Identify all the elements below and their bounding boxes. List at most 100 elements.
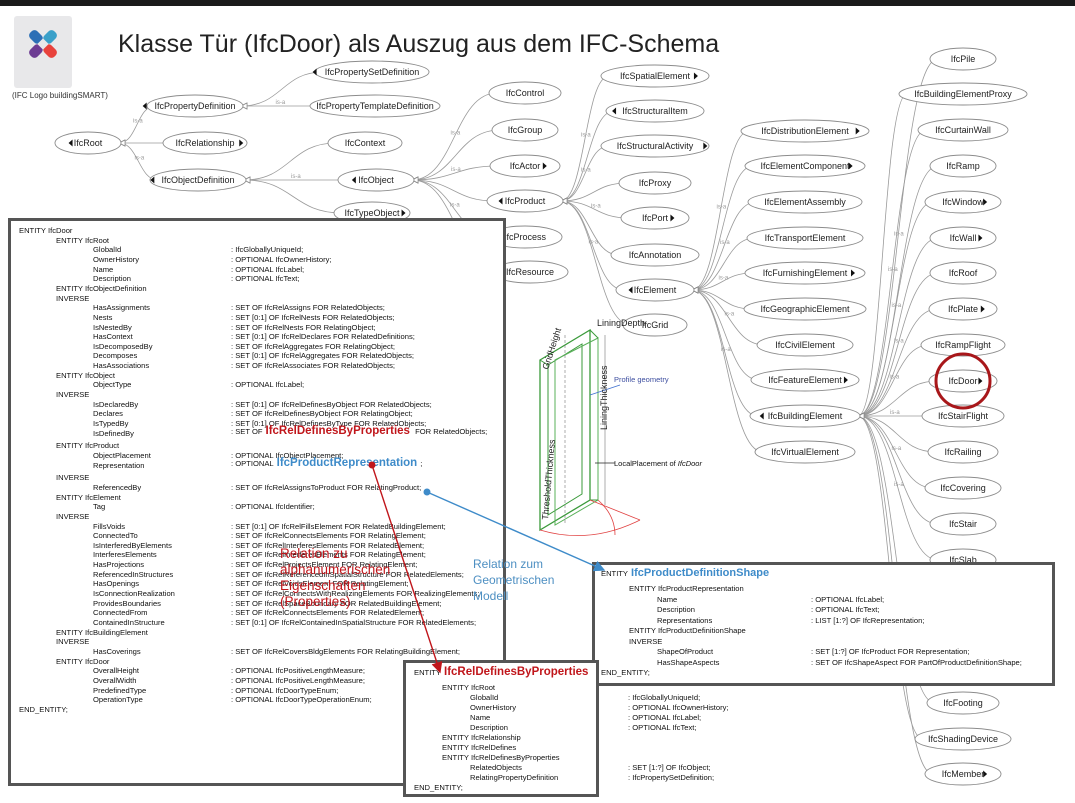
attribute-name: IsDefinedBy [93, 428, 134, 438]
node-ifcactor[interactable]: IfcActor [489, 154, 561, 178]
node-ifcprocess[interactable]: IfcProcess [487, 225, 563, 249]
node-ifcramp[interactable]: IfcRamp [929, 154, 997, 178]
type-suffix: ; [420, 458, 423, 468]
is-a-label: is-a [291, 174, 301, 180]
node-ifcplate[interactable]: IfcPlate [928, 297, 998, 321]
node-label: IfcAnnotation [629, 250, 682, 260]
node-ifcstairflight[interactable]: IfcStairFlight [921, 404, 1005, 428]
type-text: : SET OF IfcRelAggregates FOR RelatingOb… [231, 341, 396, 351]
node-ifcwindow[interactable]: IfcWindow [924, 190, 1002, 214]
node-ifcstructuralactivity[interactable]: IfcStructuralActivity [600, 134, 710, 158]
node-ifcbuildingelementproxy[interactable]: IfcBuildingElementProxy [898, 82, 1028, 106]
node-ifcwall[interactable]: IfcWall [929, 226, 997, 250]
node-ifcannotation[interactable]: IfcAnnotation [610, 243, 700, 267]
node-ifcroof[interactable]: IfcRoof [929, 261, 997, 285]
node-ifcpropertytemplatedefinition[interactable]: IfcPropertyTemplateDefinition [309, 94, 441, 118]
attribute-type: : OPTIONAL IfcDoorTypeEnum; [231, 686, 338, 696]
node-label: IfcElementComponent [760, 161, 850, 171]
node-ifcproduct[interactable]: IfcProduct [486, 189, 564, 213]
attribute-name: END_ENTITY; [414, 783, 463, 792]
node-ifccurtainwall[interactable]: IfcCurtainWall [917, 118, 1009, 142]
attribute-name: OperationType [93, 695, 143, 705]
node-ifcpile[interactable]: IfcPile [929, 47, 997, 71]
node-ifcmember[interactable]: IfcMember [924, 762, 1002, 786]
node-ellipse [749, 404, 861, 428]
node-ifcresource[interactable]: IfcResource [491, 260, 569, 284]
node-ifcstructuralitem[interactable]: IfcStructuralItem [605, 99, 705, 123]
is-a-edge [857, 58, 939, 417]
node-ellipse [309, 94, 441, 118]
node-ifcspatialelement[interactable]: IfcSpatialElement [600, 64, 710, 88]
type-text: : OPTIONAL IfcPositiveLengthMeasure; [231, 675, 365, 685]
attribute-name: Representation [93, 460, 145, 470]
node-ifcshadingdevice[interactable]: IfcShadingDevice [914, 727, 1012, 751]
node-ifcdistributionelement[interactable]: IfcDistributionElement [740, 119, 870, 143]
attribute-type: : OPTIONAL IfcLabel; [231, 265, 304, 275]
node-ifcroot[interactable]: IfcRoot [54, 131, 122, 155]
node-ifccontrol[interactable]: IfcControl [488, 81, 562, 105]
node-ifcrampflight[interactable]: IfcRampFlight [920, 333, 1006, 357]
node-ifcpropertysetdefinition[interactable]: IfcPropertySetDefinition [312, 60, 430, 84]
is-a-edge [691, 130, 750, 291]
attribute-type: : OPTIONAL IfcPositiveLengthMeasure; [231, 666, 365, 676]
type-text: : OPTIONAL IfcOwnerHistory; [628, 703, 729, 712]
node-ifcobject[interactable]: IfcObject [337, 168, 415, 192]
attribute-type: : SET OF IfcRelAssigns FOR RelatedObject… [231, 303, 385, 313]
attribute-type: : OPTIONAL IfcOwnerHistory; [231, 255, 332, 265]
node-ifccontext[interactable]: IfcContext [327, 131, 403, 155]
node-ifcproxy[interactable]: IfcProxy [618, 171, 692, 195]
is-a-edge [560, 200, 625, 291]
is-a-edge [560, 145, 610, 202]
node-label: IfcVirtualElement [771, 447, 839, 457]
is-a-label: is-a [890, 410, 900, 416]
attribute-name: OverallHeight [93, 666, 140, 676]
node-ifcgroup[interactable]: IfcGroup [491, 118, 559, 142]
type-text: : SET [0:1] OF IfcRelAggregates FOR Rela… [231, 351, 415, 361]
type-text: : LIST [1:?] OF IfcRepresentation; [811, 615, 925, 625]
node-ifcport[interactable]: IfcPort [620, 206, 690, 230]
node-ifcpropertydefinition[interactable]: IfcPropertyDefinition [142, 94, 244, 118]
node-ifcrelationship[interactable]: IfcRelationship [162, 131, 248, 155]
node-ifcobjectdefinition[interactable]: IfcObjectDefinition [149, 168, 247, 192]
relation-properties-annotation: Relation zu alphanumerischen Eigenschaft… [280, 546, 391, 609]
attribute-type: : LIST [1:?] OF IfcRepresentation; [811, 616, 924, 626]
node-ifcbuildingelement[interactable]: IfcBuildingElement [749, 404, 861, 428]
attribute-type: : SET OF IfcRelConnectsWithRealizingElem… [231, 589, 479, 599]
expand-triangle-icon [978, 377, 983, 385]
attribute-name: Name [93, 264, 114, 274]
node-ifccovering[interactable]: IfcCovering [924, 476, 1002, 500]
attribute-type: : SET OF IfcRelInterferesElements FOR Re… [231, 550, 426, 560]
is-a-edge [411, 92, 498, 181]
node-ellipse [746, 226, 864, 250]
is-a-edge [857, 415, 939, 525]
node-label: IfcCurtainWall [935, 125, 991, 135]
attribute-type: : SET [0:1] OF IfcRelDefinesByObject FOR… [231, 400, 432, 410]
node-ifcelementassembly[interactable]: IfcElementAssembly [747, 190, 863, 214]
node-ifcfooting[interactable]: IfcFooting [926, 691, 1000, 715]
type-text: : SET OF IfcRelSpaceBoundary FOR Related… [231, 598, 442, 608]
node-ifctransportelement[interactable]: IfcTransportElement [746, 226, 864, 250]
node-ellipse [747, 190, 863, 214]
node-ellipse [898, 82, 1028, 106]
node-ifcgrid[interactable]: IfcGrid [622, 313, 688, 337]
node-ifcstair[interactable]: IfcStair [929, 512, 997, 536]
node-label: IfcPropertySetDefinition [325, 67, 420, 77]
is-a-label: is-a [451, 167, 461, 173]
type-text: : OPTIONAL [231, 458, 274, 468]
node-label: IfcStructuralActivity [617, 141, 694, 151]
is-a-edge [118, 142, 159, 181]
node-ifcdoor[interactable]: IfcDoor [928, 369, 998, 393]
attribute-name: OwnerHistory [93, 254, 139, 264]
node-ifcelement[interactable]: IfcElement [615, 278, 695, 302]
node-ifcfurnishingelement[interactable]: IfcFurnishingElement [744, 261, 866, 285]
node-ellipse [924, 190, 1002, 214]
expand-triangle-icon [843, 376, 848, 384]
node-ifcfeatureelement[interactable]: IfcFeatureElement [750, 368, 860, 392]
node-ifcgeographicelement[interactable]: IfcGeographicElement [743, 297, 867, 321]
node-ifcvirtualelement[interactable]: IfcVirtualElement [754, 440, 856, 464]
is-a-label: is-a [589, 240, 599, 246]
node-ifcelementcomponent[interactable]: IfcElementComponent [744, 154, 866, 178]
node-ifccivilelement[interactable]: IfcCivilElement [756, 333, 854, 357]
node-ifcrailing[interactable]: IfcRailing [927, 440, 999, 464]
node-label: IfcWindow [942, 197, 984, 207]
